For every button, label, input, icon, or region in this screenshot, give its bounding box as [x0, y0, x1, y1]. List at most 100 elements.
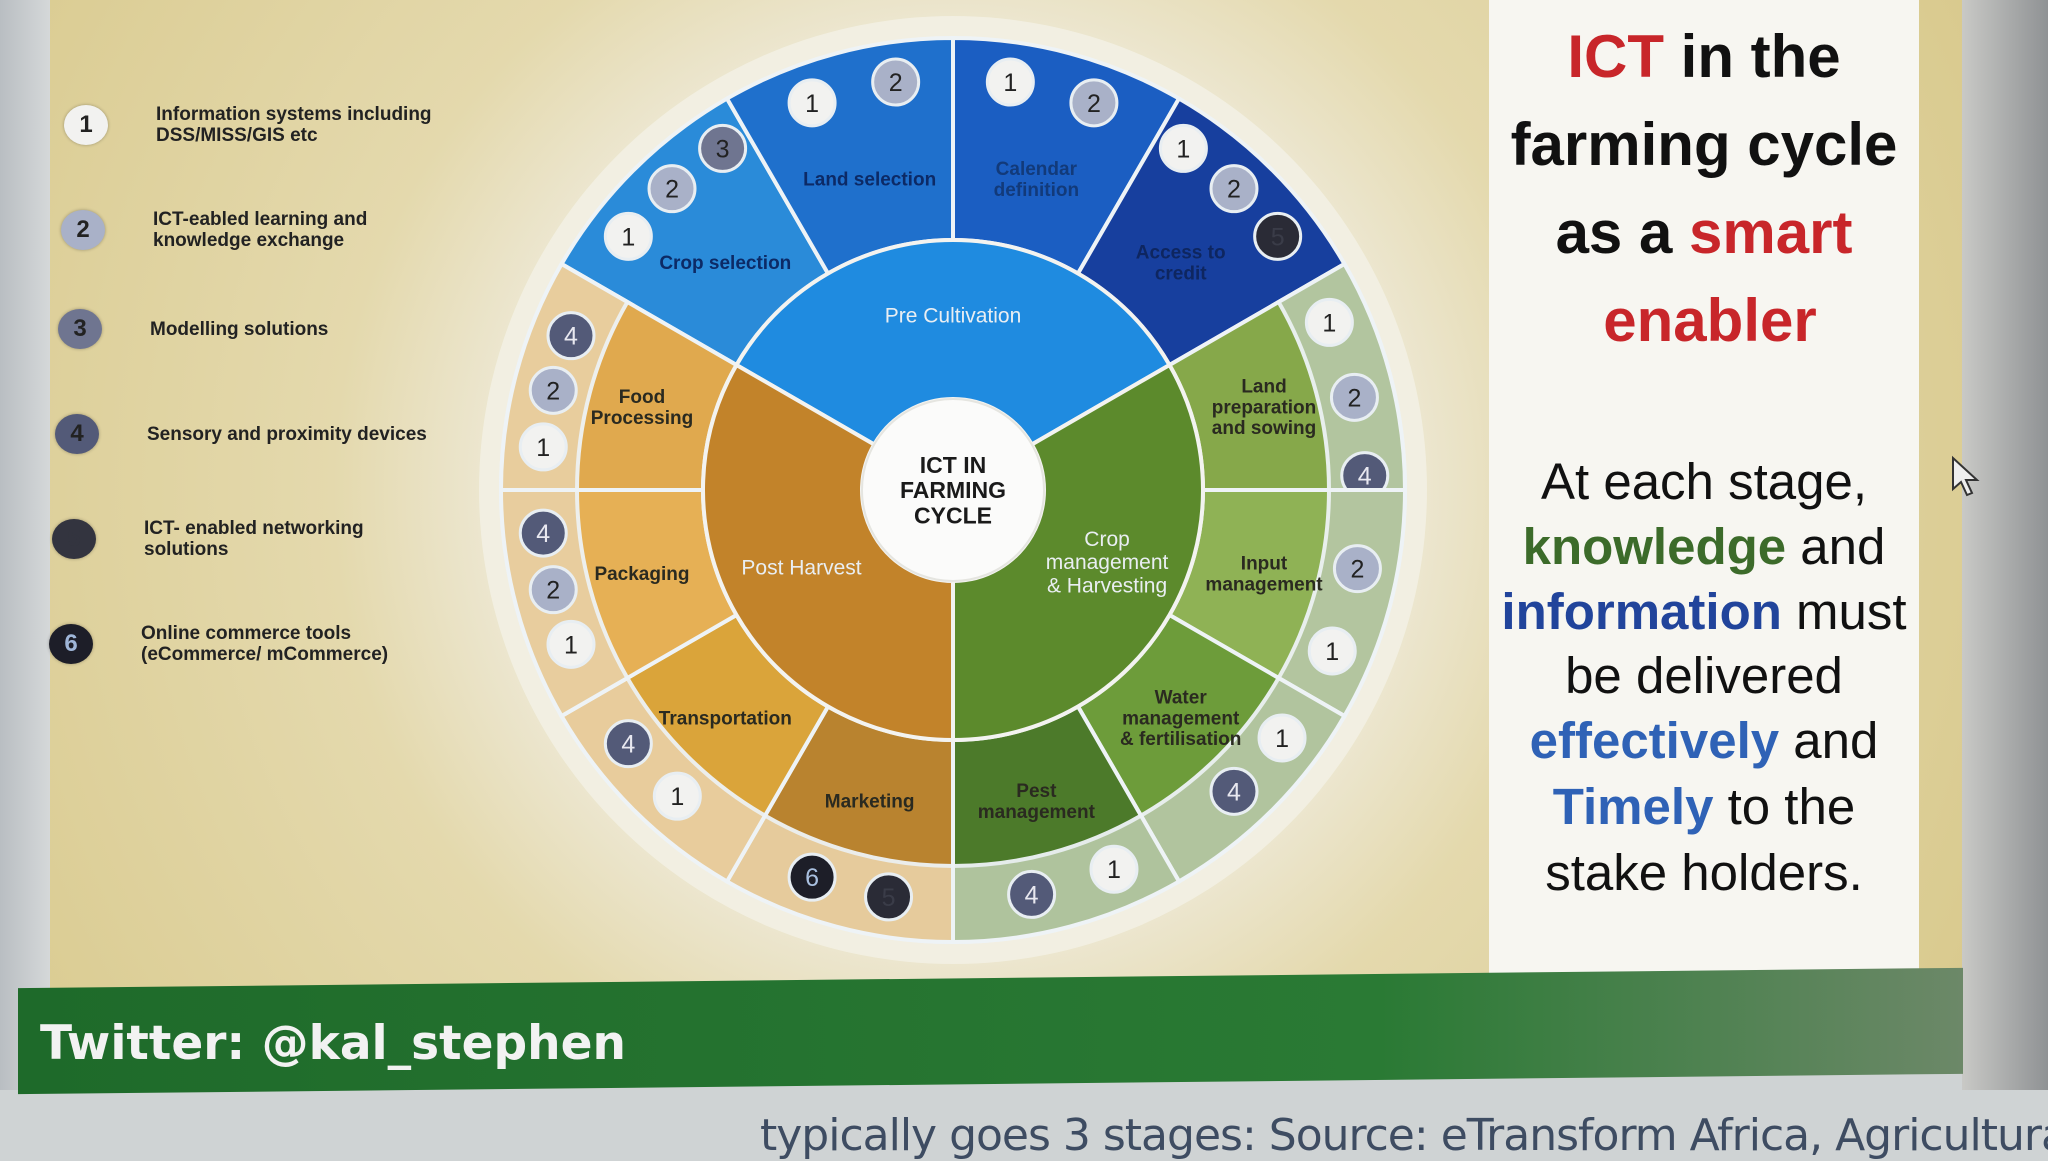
title-text: farming cycle [1510, 111, 1898, 178]
legend-label: Modelling solutions [150, 318, 329, 340]
legend-label: Online commerce tools (eCommerce/ mComme… [141, 623, 389, 665]
title-line-4: enabler [1495, 286, 1925, 355]
body-line-4: be delivered [1479, 646, 1929, 705]
badge-number: 1 [805, 90, 819, 118]
badge-number: 1 [1107, 856, 1121, 884]
segment-label: Crop selection [659, 253, 791, 274]
legend-label: ICT-eabled learning and knowledge exchan… [153, 209, 368, 251]
badge-number: 4 [1227, 778, 1241, 806]
badge-1 [1158, 123, 1208, 173]
badge-number: 4 [1025, 881, 1039, 909]
legend-item: 3 Modelling solutions [58, 309, 450, 349]
legend-item: 6 Online commerce tools (eCommerce/ mComm… [49, 623, 441, 665]
badge-number: 2 [546, 577, 560, 605]
badge-5 [1253, 211, 1303, 261]
body-timely: Timely [1552, 778, 1714, 835]
legend-item: 4 Sensory and proximity devices [55, 414, 447, 454]
badge-1 [1307, 626, 1357, 676]
title-panel: ICT in the farming cycle as a smart enab… [1489, 0, 1919, 980]
body-line-3: information must [1479, 582, 1929, 641]
badge-6 [787, 852, 837, 902]
center-circle [861, 398, 1045, 582]
badge-2 [1069, 78, 1119, 128]
badge-number: 1 [621, 223, 635, 251]
body-line-1: At each stage, [1479, 452, 1929, 511]
badge-1 [1257, 713, 1307, 763]
badge-4 [1209, 766, 1259, 816]
title-smart: smart [1689, 199, 1853, 266]
badge-4 [518, 508, 568, 558]
badge-number: 1 [670, 783, 684, 811]
badge-number: 1 [1325, 638, 1339, 666]
title-line-3: as a smart [1489, 198, 1919, 267]
badge-number: 4 [621, 731, 635, 759]
badge-number: 2 [889, 69, 903, 97]
badge-4 [603, 719, 653, 769]
badge-2 [528, 565, 578, 615]
badge-number: 1 [1322, 309, 1336, 337]
title-ict: ICT [1567, 23, 1664, 90]
badge-number: 1 [1275, 725, 1289, 753]
badge-1 [1304, 297, 1354, 347]
legend-badge-1: 1 [64, 105, 108, 145]
badge-4 [1007, 869, 1057, 919]
segment-label: Transportation [659, 708, 792, 729]
badge-number: 4 [536, 520, 550, 548]
body-text: stake holders. [1545, 844, 1863, 901]
legend-label: ICT- enabled networking solutions [144, 518, 364, 560]
body-text: be delivered [1565, 647, 1843, 704]
badge-4 [546, 311, 596, 361]
badge-2 [647, 164, 697, 214]
legend-item: 1 Information systems including DSS/MISS/… [64, 104, 456, 146]
body-text: and [1786, 518, 1886, 575]
body-text: and [1779, 712, 1879, 769]
body-effectively: effectively [1529, 712, 1780, 769]
badge-2 [1329, 372, 1379, 422]
legend-badge-5: 5 [52, 519, 96, 559]
badge-1 [1089, 844, 1139, 894]
legend-label: Information systems including DSS/MISS/G… [156, 104, 432, 146]
title-enabler: enabler [1603, 287, 1817, 354]
legend-badge-6: 6 [49, 624, 93, 664]
body-line-7: stake holders. [1479, 843, 1929, 902]
badge-number: 2 [1227, 176, 1241, 204]
legend-badge-4: 4 [55, 414, 99, 454]
badge-number: 1 [1003, 69, 1017, 97]
badge-number: 1 [564, 631, 578, 659]
badge-number: 1 [1176, 135, 1190, 163]
badge-number: 2 [665, 176, 679, 204]
segment-label: Land selection [803, 170, 936, 191]
badge-number: 2 [1350, 556, 1364, 584]
source-caption: typically goes 3 stages: Source: eTransf… [760, 1110, 2048, 1161]
segment-label: Packaging [594, 564, 689, 585]
stage-label: Pre Cultivation [885, 304, 1022, 327]
badge-2 [1332, 544, 1382, 594]
screen-edge [1962, 0, 2048, 1090]
badge-1 [787, 78, 837, 128]
legend-label: Sensory and proximity devices [147, 423, 427, 445]
badge-1 [518, 422, 568, 472]
badge-1 [985, 57, 1035, 107]
badge-3 [698, 123, 748, 173]
legend-badge-3: 3 [58, 309, 102, 349]
mouse-cursor-icon [1952, 455, 1980, 497]
badge-number: 2 [1347, 384, 1361, 412]
badge-number: 5 [882, 884, 896, 912]
legend-item: 2 ICT-eabled learning and knowledge excha… [61, 209, 453, 251]
body-line-6: Timely to the [1479, 777, 1929, 836]
body-information: information [1501, 583, 1782, 640]
body-text: to the [1713, 778, 1856, 835]
badge-number: 6 [805, 864, 819, 892]
badge-number: 5 [1271, 223, 1285, 251]
title-line-1: ICT in the [1489, 22, 1919, 91]
legend-badge-2: 2 [61, 210, 105, 250]
body-text: At each stage, [1540, 453, 1868, 510]
title-text: as a [1555, 199, 1690, 266]
